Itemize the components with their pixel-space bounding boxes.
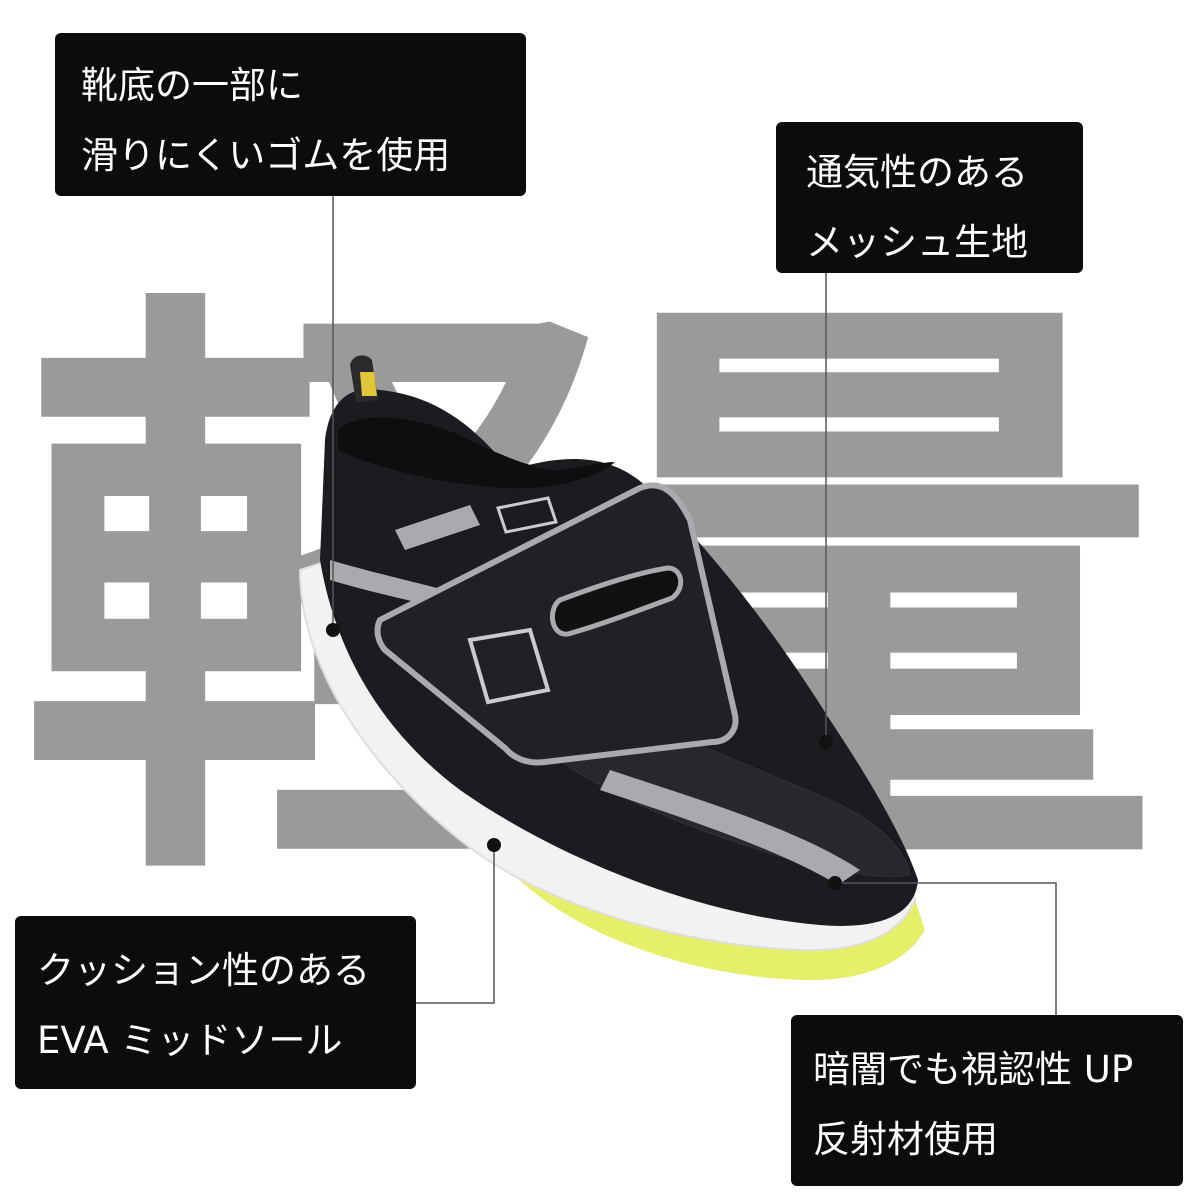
callout-breathable-mesh: 通気性のある メッシュ生地 xyxy=(776,122,1083,273)
collar xyxy=(338,417,615,489)
callout-line: 暗闇でも視認性 UP xyxy=(813,1048,1134,1091)
heel-reflective-panel xyxy=(395,505,480,550)
leader-dots xyxy=(326,623,842,890)
callout-line: 滑りにくいゴムを使用 xyxy=(81,134,451,177)
callout-reflective-material: 暗闇でも視認性 UP 反射材使用 xyxy=(791,1015,1183,1186)
callout-line: EVA ミッドソール xyxy=(37,1019,343,1062)
callout-slip-resistant-sole: 靴底の一部に 滑りにくいゴムを使用 xyxy=(55,33,526,196)
callout-line: 靴底の一部に xyxy=(81,64,303,107)
leader-lines xyxy=(332,196,1057,1015)
logo-mark xyxy=(467,627,551,705)
callout-eva-midsole: クッション性のある EVA ミッドソール xyxy=(15,916,416,1089)
heel-tab-stripe xyxy=(360,372,377,396)
toe-reflective-trim xyxy=(600,770,860,885)
callout-line: 通気性のある xyxy=(806,151,1028,194)
strap-slot xyxy=(550,565,684,637)
tongue-logo xyxy=(496,496,558,534)
callout-line: 反射材使用 xyxy=(813,1118,998,1161)
callout-line: クッション性のある xyxy=(37,949,370,992)
callout-line: メッシュ生地 xyxy=(806,221,1028,264)
